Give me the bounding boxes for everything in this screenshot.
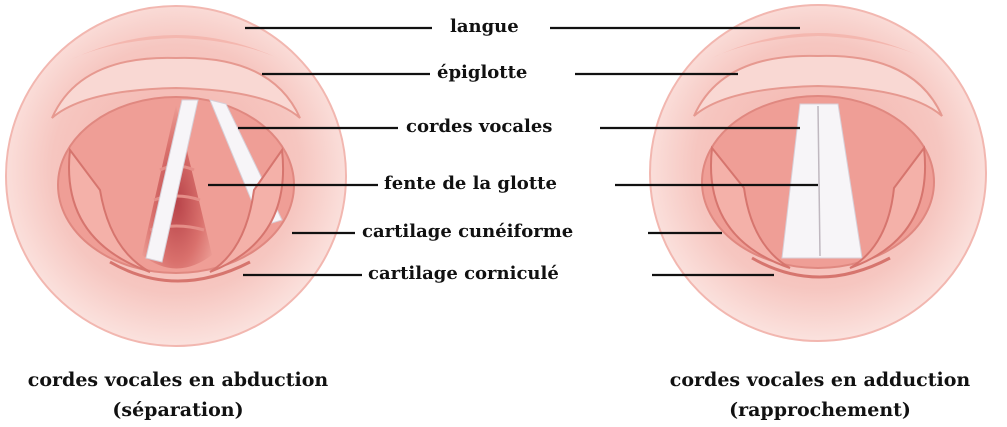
label-cordes-vocales: cordes vocales: [406, 116, 552, 138]
larynx-adduction: [650, 5, 986, 341]
caption-adduction-line1: cordes vocales en adduction: [636, 365, 1004, 395]
label-langue: langue: [450, 16, 519, 38]
label-cartilage-cuneiforme: cartilage cunéiforme: [362, 221, 573, 243]
larynx-abduction: [6, 6, 346, 346]
caption-adduction-line2: (rapprochement): [636, 395, 1004, 425]
caption-adduction: cordes vocales en adduction (rapprocheme…: [636, 365, 1004, 425]
label-cartilage-cornicule: cartilage corniculé: [368, 263, 559, 285]
label-epiglotte: épiglotte: [437, 62, 527, 84]
caption-abduction: cordes vocales en abduction (séparation): [4, 365, 352, 425]
caption-abduction-line1: cordes vocales en abduction: [4, 365, 352, 395]
caption-abduction-line2: (séparation): [4, 395, 352, 425]
label-fente-glotte: fente de la glotte: [384, 173, 557, 195]
